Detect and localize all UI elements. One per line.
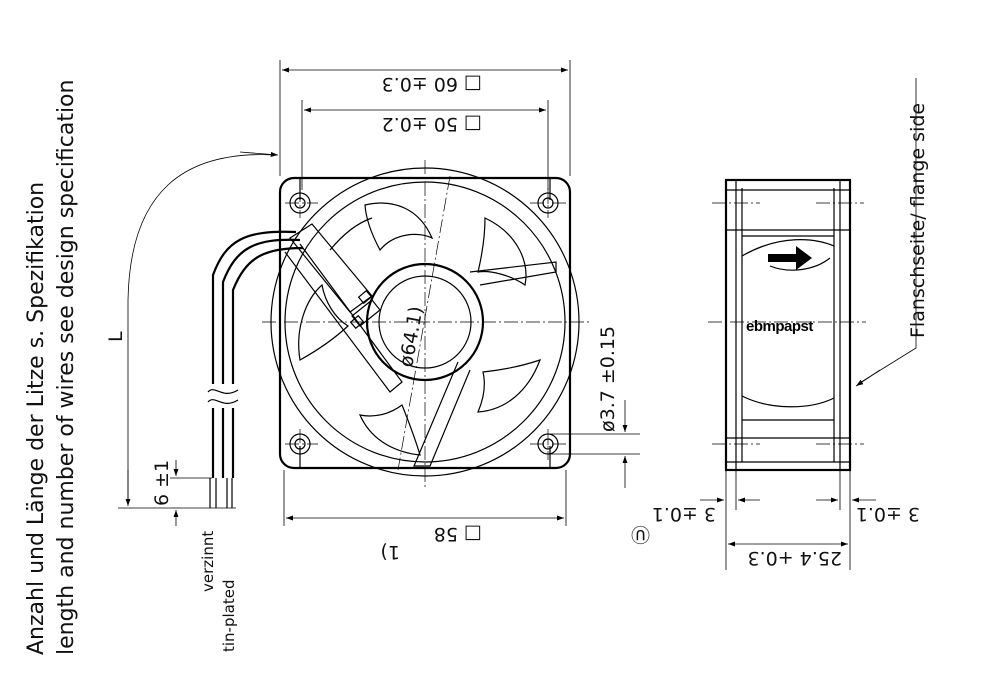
dimension-flange-right: 3 ±0.1 xyxy=(816,470,920,570)
tinned-note-en: tin-plated xyxy=(220,580,238,652)
flange-side-label: Flanschseite/ flange side xyxy=(907,103,929,338)
flange-left-label: 3 ±0.1 xyxy=(652,503,716,525)
dimension-hole-diameter: ø3.7 ±0.15 xyxy=(548,326,640,488)
dimension-strip-length: 6 ±1 xyxy=(151,460,212,526)
flange-right-label: 3 ±0.1 xyxy=(856,503,920,525)
hole-dia-label: ø3.7 ±0.15 xyxy=(597,326,619,432)
dimension-hole-spacing: □ 50 ±0.2 xyxy=(301,100,549,190)
dimension-depth: 25.4 +0.3 xyxy=(728,541,848,569)
rotation-direction-arrow xyxy=(768,246,831,271)
fan-front-view xyxy=(207,160,590,508)
tin-plated-note: verzinnt tin-plated xyxy=(199,531,238,652)
hole-spacing-label: □ 50 ±0.2 xyxy=(382,113,482,135)
wire-note-de: Anzahl und Länge der Litze s. Spezifikat… xyxy=(24,182,49,655)
lead-length-label: L xyxy=(105,331,127,342)
dimension-body-square: □ 58 1) xyxy=(283,470,567,563)
dimension-venturi: ø64.1) xyxy=(395,305,427,369)
dimension-lead-length: L xyxy=(105,151,279,509)
fan-side-view: ebmpapst xyxy=(708,178,866,472)
fan-struts xyxy=(284,243,557,467)
depth-label: 25.4 +0.3 xyxy=(748,547,842,569)
wire-spec-note: Anzahl und Länge der Litze s. Spezifikat… xyxy=(24,80,79,655)
strip-length-label: 6 ±1 xyxy=(151,460,173,506)
outer-square-label: □ 60 ±0.3 xyxy=(382,73,482,95)
wire-note-en: length and number of wires see design sp… xyxy=(54,80,79,655)
body-square-label: □ 58 xyxy=(434,523,482,545)
flange-side-callout: Flanschseite/ flange side xyxy=(855,78,929,387)
dimension-flange-left: 3 ±0.1 Ⓤ xyxy=(631,470,760,570)
lead-wires xyxy=(207,230,304,508)
body-square-note: 1) xyxy=(380,541,400,563)
brand-logo: ebmpapst xyxy=(746,318,813,335)
tinned-note-de: verzinnt xyxy=(199,531,217,592)
venturi-dia-label: ø64.1) xyxy=(395,305,427,369)
wire-clip xyxy=(289,223,381,330)
dimension-outer-square: □ 60 ±0.3 xyxy=(279,60,571,176)
flange-left-marker: Ⓤ xyxy=(631,523,650,545)
